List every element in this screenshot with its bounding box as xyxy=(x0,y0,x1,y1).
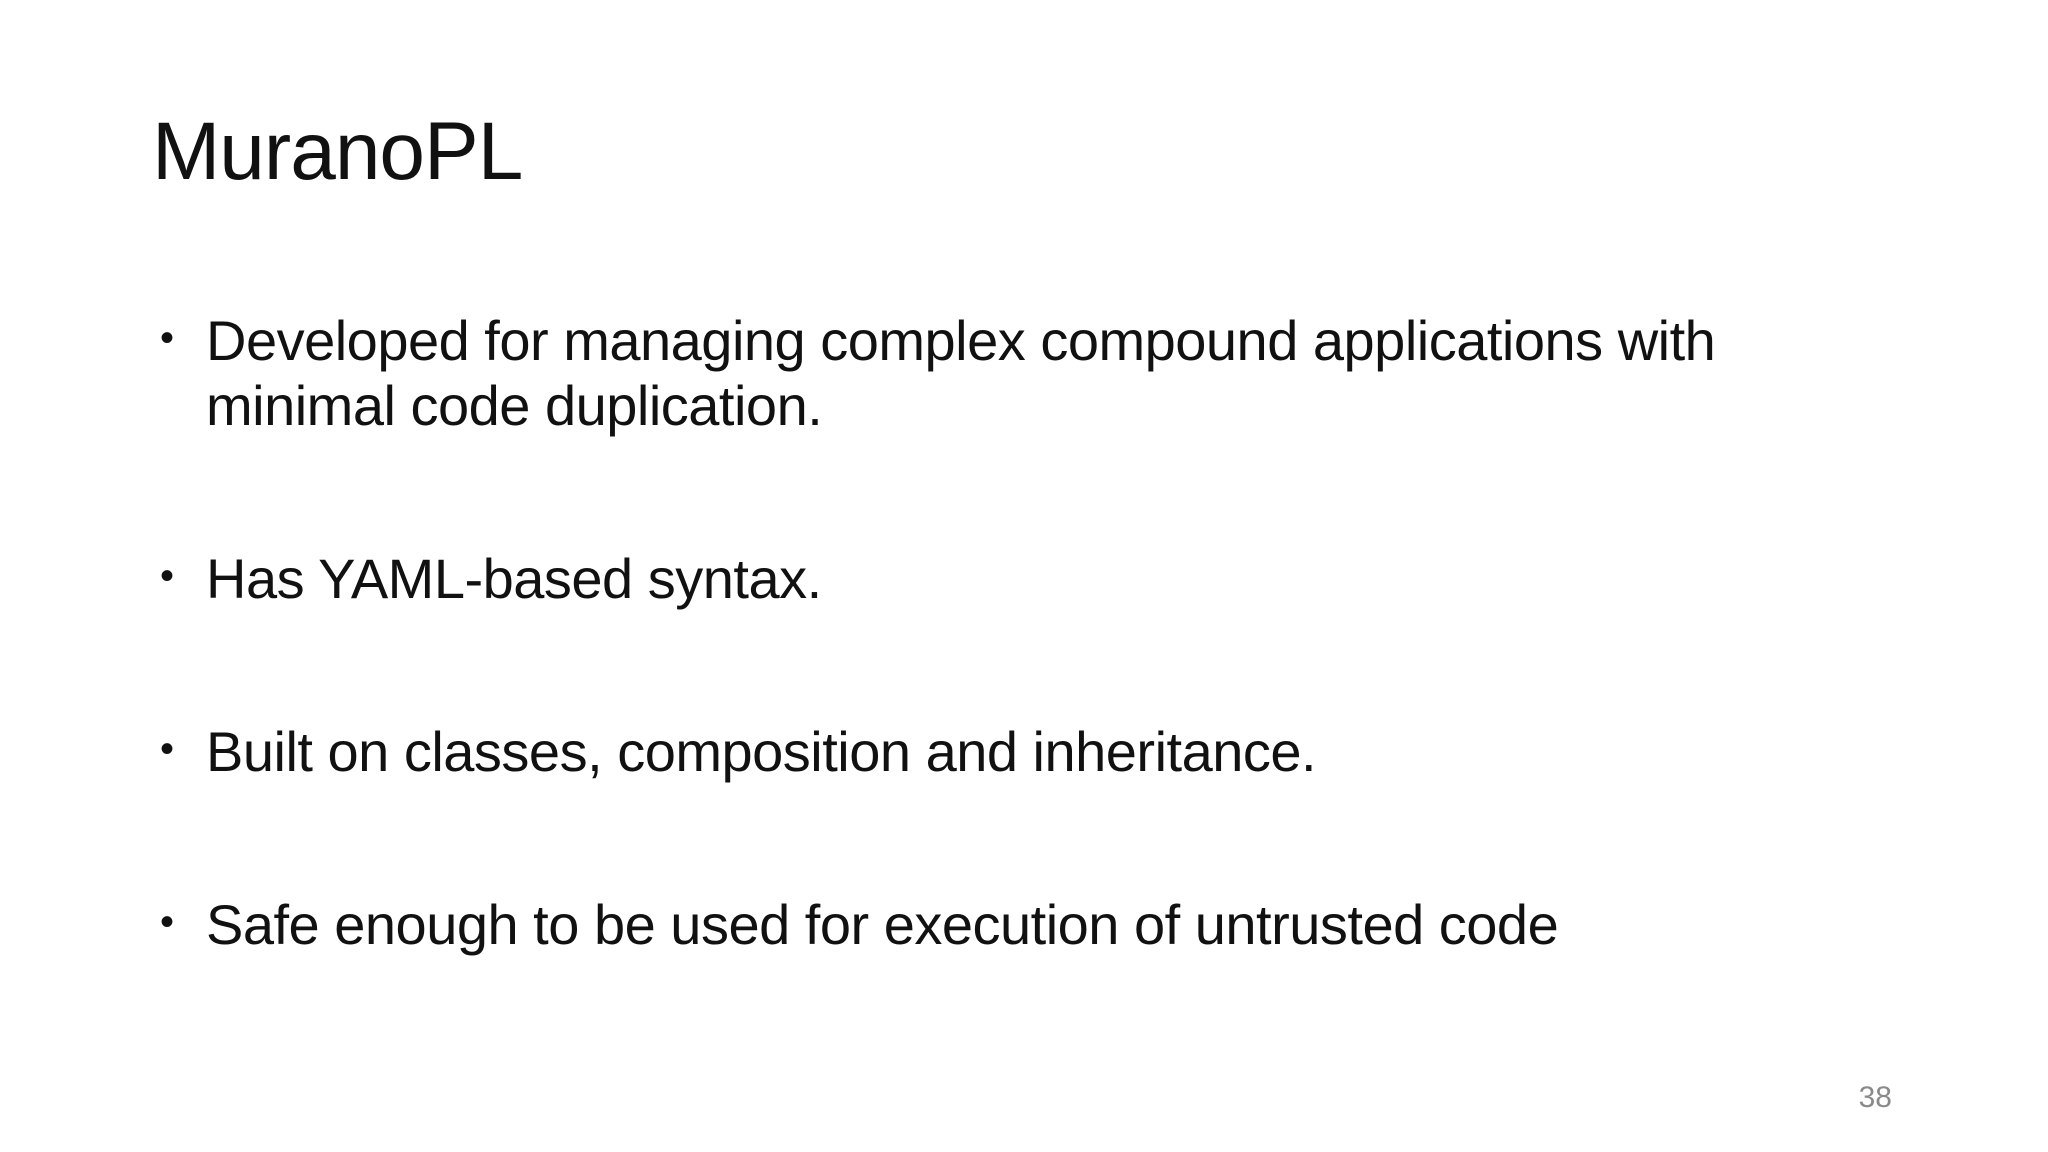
bullet-text: Safe enough to be used for execution of … xyxy=(206,893,1559,956)
bullet-text: Has YAML-based syntax. xyxy=(206,547,822,610)
page-title: MuranoPL xyxy=(152,106,523,197)
bullet-icon: • xyxy=(160,316,174,360)
list-item: • Safe enough to be used for execution o… xyxy=(160,892,1790,957)
bullet-list: • Developed for managing complex compoun… xyxy=(160,308,1790,1065)
bullet-text: Developed for managing complex compound … xyxy=(206,309,1716,437)
bullet-icon: • xyxy=(160,727,174,771)
bullet-icon: • xyxy=(160,554,174,598)
list-item: • Developed for managing complex compoun… xyxy=(160,308,1790,438)
bullet-icon: • xyxy=(160,900,174,944)
list-item: • Built on classes, composition and inhe… xyxy=(160,719,1790,784)
bullet-text: Built on classes, composition and inheri… xyxy=(206,720,1317,783)
list-item: • Has YAML-based syntax. xyxy=(160,546,1790,611)
page-number: 38 xyxy=(1858,1081,1892,1114)
